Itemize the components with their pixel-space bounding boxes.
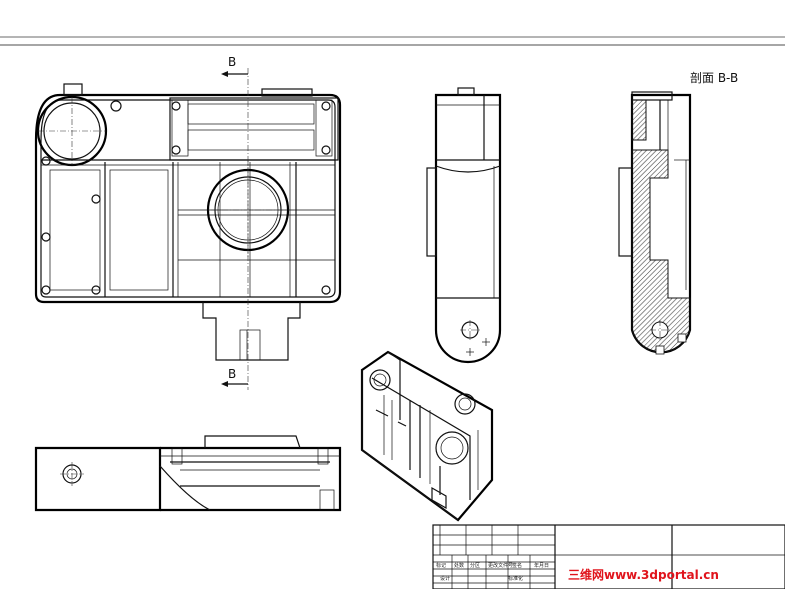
tb-label-signature: 签名 — [512, 562, 522, 569]
tb-label-change-doc: 更改文件号 — [488, 562, 513, 569]
tb-label-zone: 分区 — [470, 562, 480, 569]
cut-marker-top: B — [228, 55, 236, 69]
section-view — [618, 91, 692, 355]
tb-label-date: 年月日 — [534, 562, 549, 569]
isometric-view — [360, 350, 494, 522]
tb-label-designer: 设计 — [440, 575, 450, 582]
front-view — [34, 68, 342, 390]
watermark-text: 三维网www.3dportal.cn — [568, 567, 719, 582]
bottom-view — [34, 435, 342, 512]
sheet-border — [0, 36, 785, 46]
tb-label-standardization: 标准化 — [508, 575, 523, 582]
title-block — [432, 524, 785, 589]
tb-label-mark: 标记 — [436, 562, 446, 569]
tb-label-count: 处数 — [454, 562, 464, 569]
section-label: 剖面 B-B — [690, 71, 738, 85]
side-view — [426, 87, 502, 364]
cut-marker-bottom: B — [228, 367, 236, 381]
